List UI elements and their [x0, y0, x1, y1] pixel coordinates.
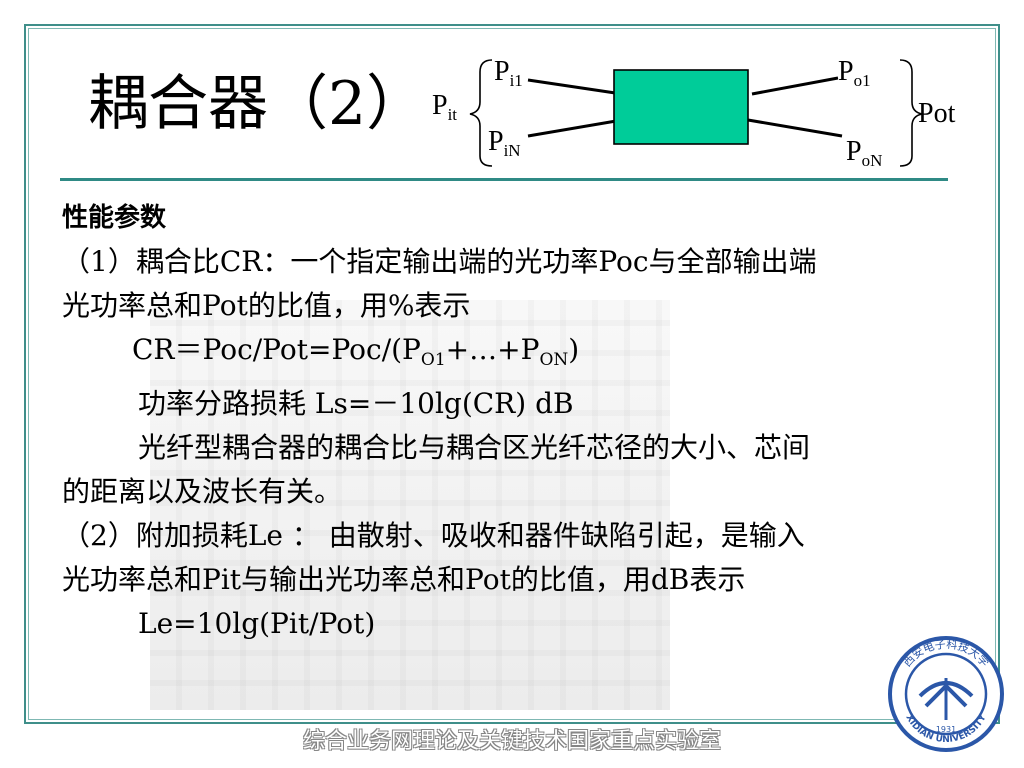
paragraph-2-line-2: 光功率总和Pit与输出光功率总和Pot的比值，用dB表示 [62, 563, 746, 596]
paragraph-1-line-1: （1）耦合比CR：一个指定输出端的光功率Poc与全部输出端 [62, 245, 817, 278]
output-brace [899, 59, 923, 167]
paragraph-1b-line-2: 的距离以及波长有关。 [62, 475, 343, 508]
input-brace [469, 59, 493, 167]
paragraph-1b-line-1: 光纤型耦合器的耦合比与耦合区光纤芯径的大小、芯间 [138, 431, 811, 464]
slide-frame-inner [28, 28, 996, 720]
paragraph-1-line-2: 光功率总和Pot的比值，用%表示 [62, 289, 471, 322]
slide-title: 耦合器（2） [88, 69, 427, 139]
university-logo: 西安电子科技大学 XIDIAN UNIVERSITY 1931 [886, 634, 1006, 754]
coupling-ratio-formula: CR＝Poc/Pot=Poc/(PO1+…+PON) [132, 333, 580, 370]
background-building-image [150, 300, 670, 710]
university-seal-graphic: 西安电子科技大学 XIDIAN UNIVERSITY 1931 [888, 636, 1004, 752]
logo-year: 1931 [936, 725, 956, 734]
output-fiber-1 [751, 76, 839, 96]
input-fiber-1 [527, 78, 623, 96]
split-loss-formula: 功率分路损耗 Ls=－10lg(CR) dB [138, 387, 574, 420]
title-divider [60, 178, 948, 181]
excess-loss-formula: Le=10lg(Pit/Pot) [138, 607, 376, 640]
coupler-diagram: Pit Pi1 PiN Po1 PoN Pot [0, 0, 1024, 200]
coupler-diagram-graphic [469, 59, 923, 167]
section-heading: 性能参数 [62, 203, 167, 233]
coupler-box [613, 69, 749, 145]
pon-label: PoN [846, 136, 883, 170]
pin-label: PiN [488, 126, 521, 160]
pi1-label: Pi1 [494, 56, 523, 90]
slide-frame-outer [24, 24, 1000, 724]
pit-label: Pit [432, 90, 458, 124]
slide-body: 性能参数 （1）耦合比CR：一个指定输出端的光功率Poc与全部输出端 光功率总和… [62, 196, 962, 646]
paragraph-2-line-1: （2）附加损耗Le ： 由散射、吸收和器件缺陷引起，是输入 [62, 519, 805, 552]
po1-label: Po1 [838, 56, 871, 90]
pot-label: Pot [918, 98, 956, 129]
footer-lab-name: 综合业务网理论及关键技术国家重点实验室 [302, 729, 721, 754]
input-fiber-n [527, 118, 623, 138]
output-fiber-n [747, 118, 843, 138]
